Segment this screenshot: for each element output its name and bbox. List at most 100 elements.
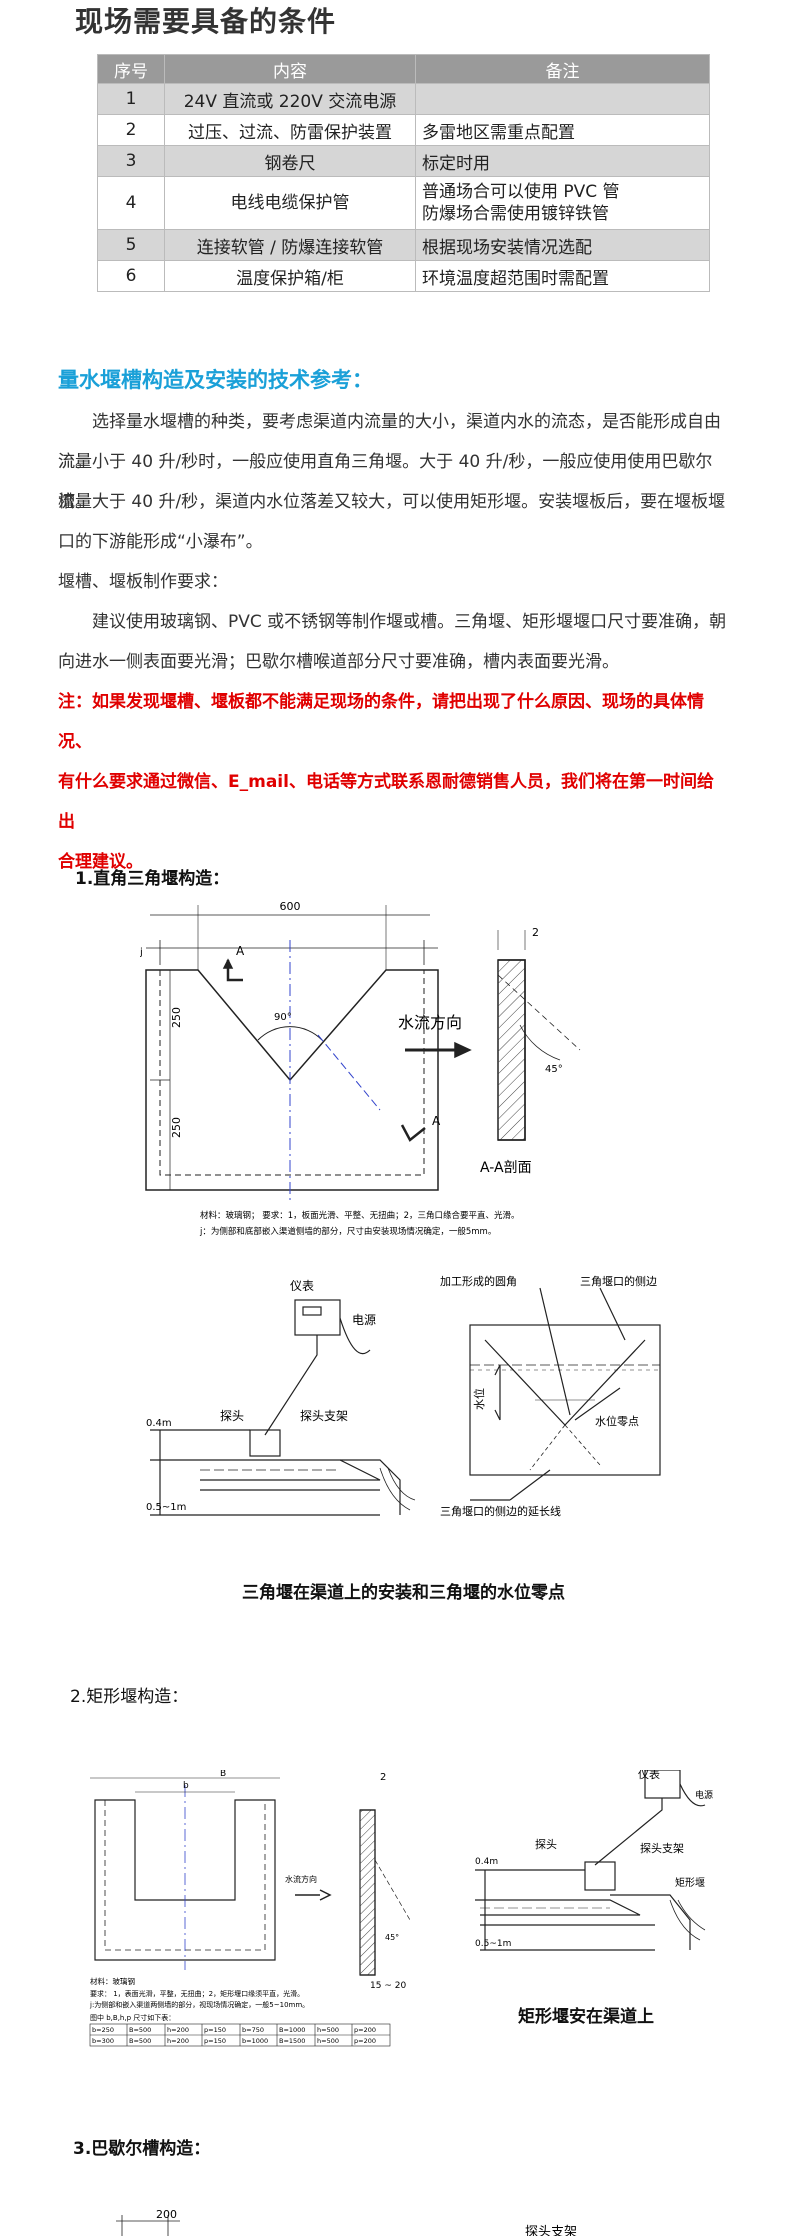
dim-cell: B=1000 <box>279 2026 305 2034</box>
aa-section-label: A-A剖面 <box>480 1160 532 1176</box>
meter-label: 仪表 <box>290 1279 314 1293</box>
dim-cell: B=1500 <box>279 2037 305 2045</box>
row-note-line2: 防爆场合需使用镀锌铁管 <box>422 204 609 224</box>
row-content: 电线电缆保护管 <box>164 176 416 230</box>
col-header-no: 序号 <box>97 54 165 84</box>
angle-45: 45° <box>385 1933 399 1942</box>
row-note <box>415 83 710 115</box>
table-row: 2 过压、过流、防雷保护装置 多雷地区需重点配置 <box>97 114 710 146</box>
row-content: 过压、过流、防雷保护装置 <box>164 114 416 146</box>
row-content: 连接软管 / 防爆连接软管 <box>164 229 416 261</box>
subsection-title-3: 3.巴歇尔槽构造： <box>73 2139 211 2159</box>
paragraph-line: 建议使用玻璃钢、PVC 或不锈钢等制作堰或槽。三角堰、矩形堰堰口尺寸要准确，朝 <box>92 612 727 632</box>
parshall-flume-drawing: 200 探头支架 <box>116 2208 577 2236</box>
row-content: 温度保护箱/柜 <box>164 260 416 292</box>
material-note-2: j：为侧部和底部嵌入渠道侧墙的部分，尺寸由安装现场情况确定，一般5mm。 <box>199 1226 496 1237</box>
side-label: 三角堰口的侧边 <box>580 1274 657 1288</box>
row-no: 6 <box>97 260 165 292</box>
probe-label: 探头 <box>220 1409 244 1423</box>
dim-b: b <box>183 1781 189 1791</box>
notice-line: 注：如果发现堰槽、堰板都不能满足现场的条件，请把出现了什么原因、现场的具体情况、 <box>58 692 704 752</box>
row-no: 5 <box>97 229 165 261</box>
row-note: 普通场合可以使用 PVC 管防爆场合需使用镀锌铁管 <box>415 176 710 230</box>
dim-j: j <box>140 947 143 958</box>
dim-15-20: 15 ~ 20 <box>370 1981 406 1991</box>
paragraph-line: 向进水一侧表面要光滑；巴歇尔槽喉道部分尺寸要准确，槽内表面要光滑。 <box>58 652 619 672</box>
dim-2: 2 <box>532 926 539 939</box>
power-label: 电源 <box>352 1313 376 1327</box>
dim-cell: h=500 <box>317 2026 339 2034</box>
dim-cell: h=500 <box>317 2037 339 2045</box>
table-row: 1 24V 直流或 220V 交流电源 <box>97 83 710 115</box>
v-notch-installation-drawing: 仪表 电源 探头 探头支架 0.4m 0.5~1m 加工形成的圆角 三角堰口的侧… <box>146 1274 661 1518</box>
dim-B: B <box>220 1770 226 1779</box>
table-row: 6 温度保护箱/柜 环境温度超范围时需配置 <box>97 260 710 292</box>
probe-bracket-label: 探头支架 <box>300 1409 348 1423</box>
paragraph-line: 堰槽、堰板制作要求： <box>58 572 228 592</box>
caption-2: 矩形堰安在渠道上 <box>518 2007 654 2027</box>
probe-bracket-label: 探头支架 <box>640 1842 684 1855</box>
dim-2: 2 <box>380 1772 386 1783</box>
paragraph-line: 选择量水堰槽的种类，要考虑渠道内流量的大小，渠道内水的流态，是否能形成自由流。 <box>58 412 721 472</box>
row-note: 环境温度超范围时需配置 <box>415 260 710 292</box>
dim-cell: B=500 <box>129 2037 151 2045</box>
dim-cell: p=150 <box>204 2037 226 2045</box>
col-header-content: 内容 <box>164 54 416 84</box>
height-0.4m: 0.4m <box>146 1418 172 1429</box>
row-note-line1: 普通场合可以使用 PVC 管 <box>422 182 620 202</box>
requirement-line-2: j:为侧部和嵌入渠道两侧墙的部分，视现场情况确定，一般5~10mm。 <box>89 2000 309 2009</box>
dim-250-bottom: 250 <box>170 1117 183 1138</box>
dim-200: 200 <box>156 2208 177 2221</box>
dim-cell: b=1000 <box>242 2037 268 2045</box>
dim-250-top: 250 <box>170 1007 183 1028</box>
corner-label: 加工形成的圆角 <box>440 1274 517 1288</box>
angle-45: 45° <box>545 1064 563 1075</box>
rectangular-weir-drawing: b B 2 水流方向 45° 15 ~ 20 材料：玻璃钢 要求： 1，表面光滑… <box>89 1770 713 2047</box>
row-no: 4 <box>97 176 165 230</box>
dimension-table-title: 图中 b,B,h,p 尺寸如下表： <box>90 2013 175 2022</box>
power-label: 电源 <box>695 1789 713 1801</box>
material-label: 材料：玻璃钢 <box>90 1976 135 1986</box>
row-no: 1 <box>97 83 165 115</box>
section-mark-a-bottom: A <box>432 1114 441 1128</box>
row-note: 标定时用 <box>415 145 710 177</box>
row-note: 根据现场安装情况选配 <box>415 229 710 261</box>
subsection-title-2: 2.矩形堰构造： <box>70 1687 189 1707</box>
requirement-line-1: 要求： 1，表面光滑，平整，无扭曲；2，矩形堰口缘须平直，光滑。 <box>90 1989 304 1998</box>
row-note: 多雷地区需重点配置 <box>415 114 710 146</box>
col-header-note: 备注 <box>415 54 710 84</box>
subsection-title-1: 1.直角三角堰构造： <box>75 869 230 889</box>
table-row: 3 钢卷尺 标定时用 <box>97 145 710 177</box>
table-row: 4 电线电缆保护管 普通场合可以使用 PVC 管防爆场合需使用镀锌铁管 <box>97 176 710 230</box>
requirements-table: 序号 内容 备注 1 24V 直流或 220V 交流电源 2 过压、过流、防雷保… <box>97 54 710 292</box>
dim-cell: p=200 <box>354 2037 376 2045</box>
height-0.4m: 0.4m <box>475 1857 498 1867</box>
flow-direction-label: 水流方向 <box>398 1013 462 1032</box>
page-title: 现场需要具备的条件 <box>75 5 337 38</box>
paragraph-line: 口的下游能形成“小瀑布”。 <box>58 532 263 552</box>
table-row: 5 连接软管 / 防爆连接软管 根据现场安装情况选配 <box>97 229 710 261</box>
dim-cell: B=500 <box>129 2026 151 2034</box>
extension-label: 三角堰口的侧边的延长线 <box>440 1504 561 1518</box>
angle-90: 90° <box>274 1012 292 1023</box>
dim-cell: b=250 <box>92 2026 114 2034</box>
rect-weir-label: 矩形堰 <box>675 1876 705 1889</box>
dimension-table: b=250 B=500 h=200 p=150 b=750 B=1000 h=5… <box>92 2026 376 2045</box>
section-title: 量水堰槽构造及安装的技术参考： <box>58 368 373 392</box>
dim-cell: p=150 <box>204 2026 226 2034</box>
notice-line: 有什么要求通过微信、E_mail、电话等方式联系恩耐德销售人员，我们将在第一时间… <box>58 772 714 832</box>
dim-cell: b=750 <box>242 2026 264 2034</box>
caption-1: 三角堰在渠道上的安装和三角堰的水位零点 <box>242 1583 565 1603</box>
dim-cell: h=200 <box>167 2026 189 2034</box>
dim-600: 600 <box>280 900 301 913</box>
dim-cell: p=200 <box>354 2026 376 2034</box>
section-mark-a-top: A <box>236 944 245 958</box>
dim-cell: h=200 <box>167 2037 189 2045</box>
water-level-label: 水位 <box>472 1388 486 1410</box>
table-header-row: 序号 内容 备注 <box>97 54 710 84</box>
notice-line: 合理建议。 <box>58 852 143 872</box>
material-note-1: 材料：玻璃钢； 要求：1，板面光滑、平整、无扭曲；2，三角口缘合要平直、光滑。 <box>200 1210 520 1221</box>
height-0.5-1m: 0.5~1m <box>475 1939 511 1949</box>
notice-text: 注：如果发现堰槽、堰板都不能满足现场的条件，请把出现了什么原因、现场的具体情况、… <box>58 682 730 882</box>
dim-cell: b=300 <box>92 2037 114 2045</box>
